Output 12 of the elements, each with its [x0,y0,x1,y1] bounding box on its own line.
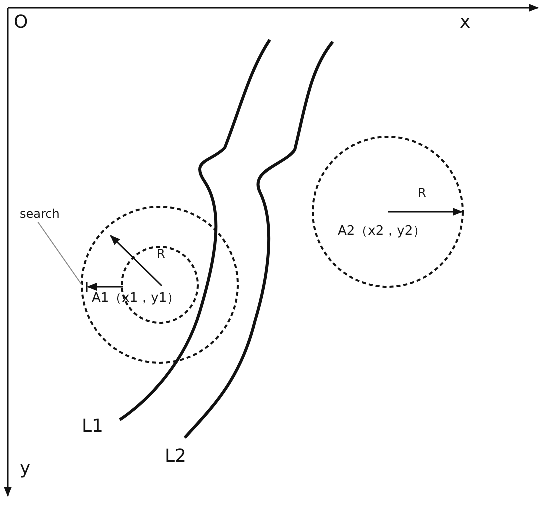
radius-label: R [418,187,426,199]
search-circle [81,206,239,364]
origin-label: O [14,14,28,32]
radius-label: R [157,248,166,260]
axis-label: y [20,460,31,478]
leader-line [38,222,82,286]
axis-label: x [460,14,471,32]
point-label: A2（x2，y2） [338,225,426,238]
point-label: A1（x1，y1） [92,292,180,305]
search-label: search [20,208,60,220]
curve-label: L2 [165,448,186,466]
curve-label: L1 [82,418,104,436]
